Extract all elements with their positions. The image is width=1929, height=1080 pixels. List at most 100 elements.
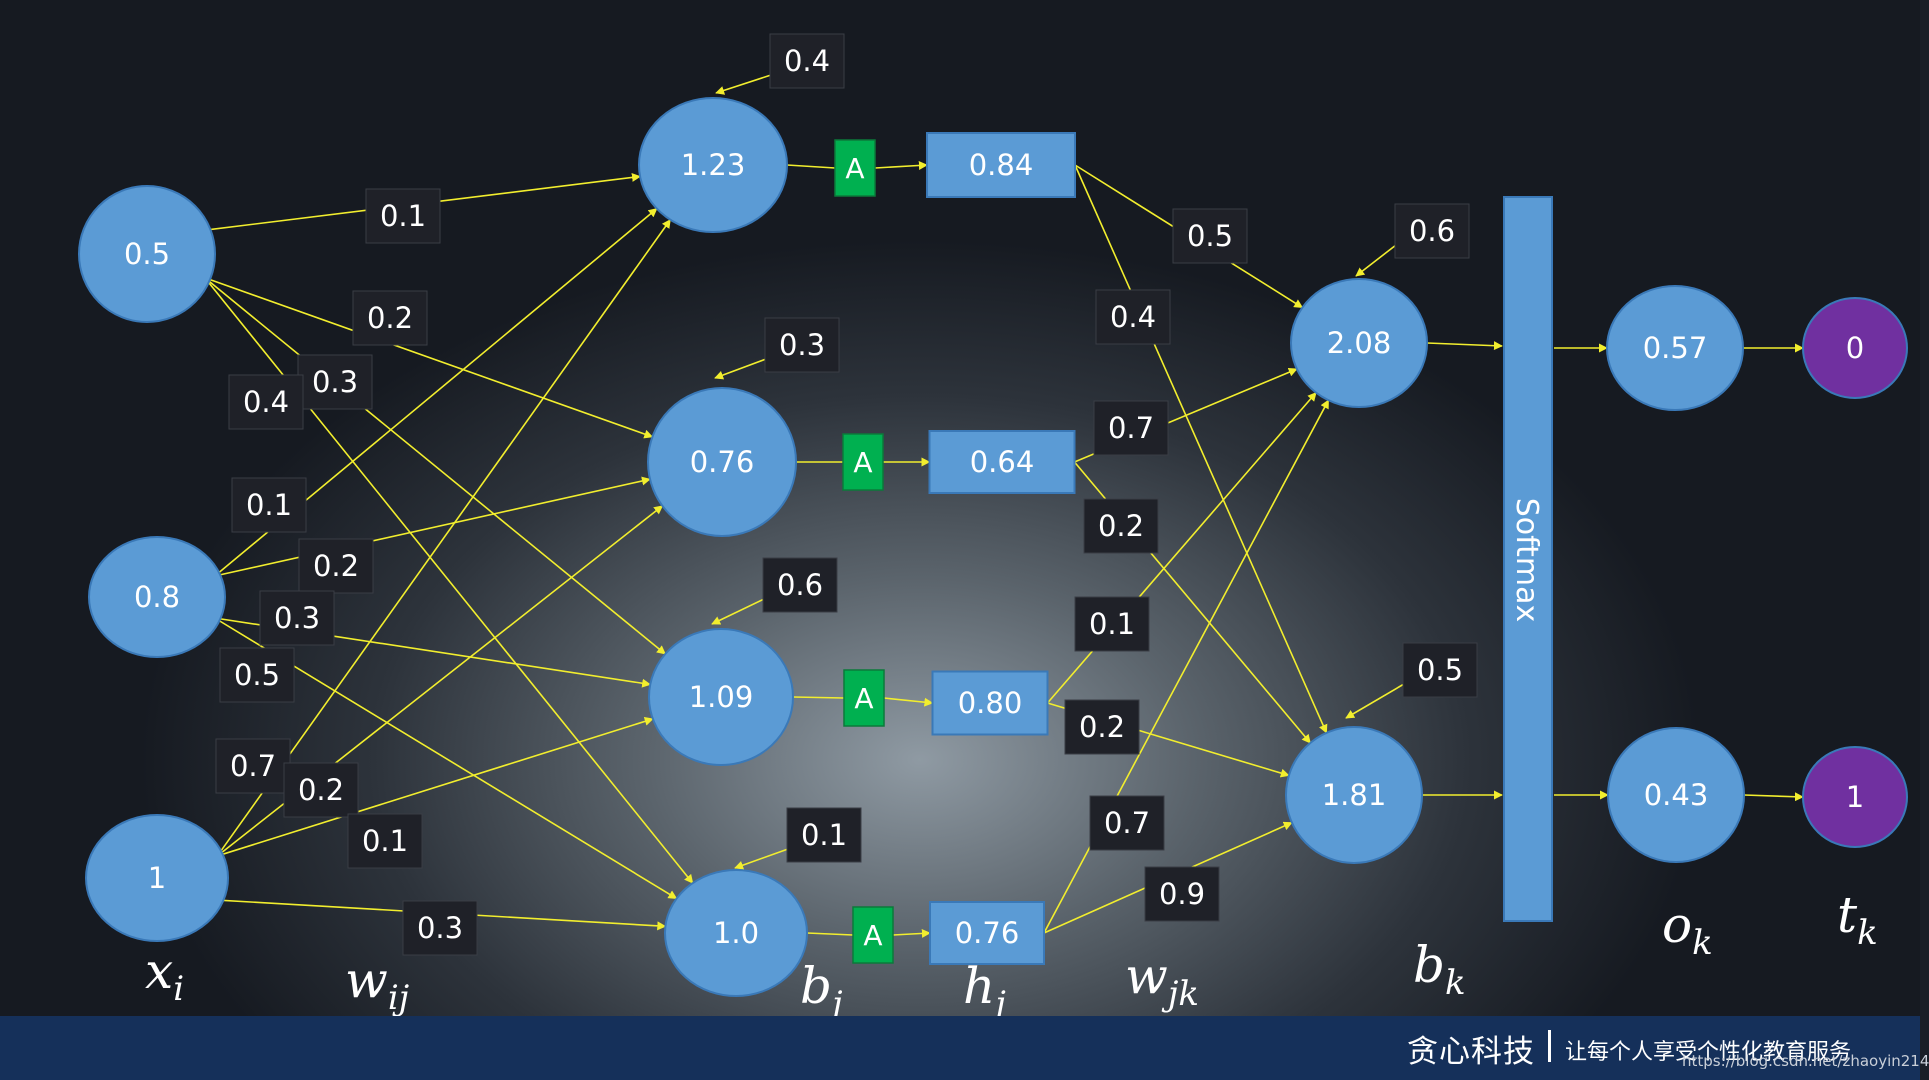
weight-value: 0.4 [243, 385, 289, 419]
hidden-output-value: 0.76 [955, 916, 1020, 950]
weight-value: 0.5 [1417, 653, 1463, 687]
weight-label-x2-h2: 0.2 [298, 538, 374, 594]
activation-label: A [854, 682, 873, 715]
weight-box [1172, 208, 1248, 264]
node-circle [1290, 278, 1428, 408]
weight-value: 0.2 [1098, 509, 1144, 543]
weight-box [1083, 498, 1159, 554]
node-value: 1.09 [689, 680, 754, 714]
activation-rect [843, 669, 885, 727]
edge-k1-softmax [1426, 341, 1503, 351]
layer-label-b-j: bj [800, 957, 843, 1024]
weight-value: 0.1 [246, 488, 292, 522]
bias-label-h2: 0.3 [764, 317, 840, 373]
node-circle [85, 814, 229, 942]
weight-value: 0.1 [380, 199, 426, 233]
weight-value: 0.4 [1110, 300, 1156, 334]
weight-label-x1-h2: 0.2 [352, 290, 428, 346]
bias-edge [1355, 244, 1397, 277]
footer-brand: 贪心科技 [1407, 1034, 1535, 1070]
node-circle [1285, 726, 1423, 864]
weight-value: 0.3 [779, 328, 825, 362]
weight-box [365, 188, 441, 244]
layer-label-w-jk: wjk [1125, 947, 1199, 1014]
edge-x2-h2 [214, 476, 651, 577]
input-node-x3: 1 [85, 814, 229, 942]
layer-label-b-k: bk [1413, 936, 1466, 1003]
edge-k2-prob-target [1743, 792, 1804, 802]
weight-box [1144, 866, 1220, 922]
edge-h1-activation [786, 164, 836, 169]
layer-label-base: w [345, 951, 388, 1009]
weight-box [764, 317, 840, 373]
network-nodes: 0.50.811.230.761.091.02.081.810.570.4301… [78, 97, 1908, 997]
layer-label-base: h [963, 957, 995, 1015]
input-node-x1: 0.5 [78, 185, 216, 323]
node-circle [1607, 727, 1745, 863]
weight-box [1093, 400, 1169, 456]
layer-label-base: o [1662, 896, 1692, 954]
layer-label-o-k: ok [1662, 896, 1713, 963]
activation-box-h2: A [842, 433, 884, 491]
weight-value: 0.1 [801, 818, 847, 852]
hidden-output-h3: 0.80 [931, 670, 1049, 736]
weight-box [347, 813, 423, 869]
weight-box [231, 477, 307, 533]
weight-box [219, 647, 295, 703]
layer-label-h-j: hj [963, 957, 1006, 1024]
weight-value: 0.4 [784, 44, 830, 78]
hidden-output-rect [926, 132, 1076, 198]
layer-label-subscript: jk [1161, 974, 1199, 1014]
node-value: 1.81 [1322, 778, 1387, 812]
node-value: 0 [1846, 331, 1864, 365]
weight-value: 0.7 [1104, 806, 1150, 840]
footer-slogan: 让每个人享受个性化教育服务 [1565, 1040, 1852, 1065]
bias-edge [714, 358, 767, 380]
hidden-output-h4: 0.76 [929, 901, 1045, 965]
edge-h4-activation [806, 932, 854, 936]
node-value: 1 [148, 861, 166, 895]
node-value: 0.43 [1644, 778, 1709, 812]
node-value: 0.8 [134, 580, 180, 614]
weight-box [228, 374, 304, 430]
activation-box-h4: A [852, 906, 894, 964]
node-value: 2.08 [1327, 326, 1392, 360]
node-value: 1.23 [681, 148, 746, 182]
node-circle [1802, 297, 1908, 399]
weight-label-h2-k2: 0.2 [1083, 498, 1159, 554]
softmax-output-node-k1: 0.57 [1606, 285, 1744, 411]
weight-box [1402, 642, 1478, 698]
bias-edge [1345, 683, 1405, 719]
target-node-k1: 0 [1802, 297, 1908, 399]
weight-label-x3-h1: 0.7 [215, 738, 291, 794]
activation-rect [842, 433, 884, 491]
weight-box [1095, 289, 1171, 345]
bias-label-k1: 0.6 [1394, 203, 1470, 259]
weight-box [283, 762, 359, 818]
weight-value: 0.3 [417, 911, 463, 945]
footer-url: https://blog.csdn.net/zhaoyin214 [1682, 1052, 1929, 1070]
layer-label-base: t [1837, 886, 1858, 944]
hidden-node-h3: 1.09 [648, 628, 794, 766]
weight-value: 0.9 [1159, 877, 1205, 911]
node-circle [647, 387, 797, 537]
hidden-output-rect [931, 670, 1049, 736]
bias-label-h1: 0.4 [769, 33, 845, 89]
node-value: 1 [1846, 780, 1864, 814]
node-value: 0.76 [690, 445, 755, 479]
weight-box [298, 538, 374, 594]
activation-rect [834, 139, 876, 197]
layer-label-x-i: xi [145, 942, 184, 1009]
node-circle [1606, 285, 1744, 411]
layer-label-subscript: k [1692, 923, 1713, 963]
softmax-layer: Softmax [1503, 196, 1553, 922]
activation-rect [852, 906, 894, 964]
layer-label-subscript: k [1445, 963, 1466, 1003]
layer-label-base: b [800, 957, 832, 1015]
hidden-output-rect [928, 430, 1076, 494]
activation-label: A [853, 446, 872, 479]
weight-label-x3-h4: 0.3 [402, 900, 478, 956]
footer-separator [1548, 1030, 1551, 1062]
edge-x3-h1 [216, 218, 671, 857]
layer-label-t-k: tk [1837, 886, 1878, 953]
